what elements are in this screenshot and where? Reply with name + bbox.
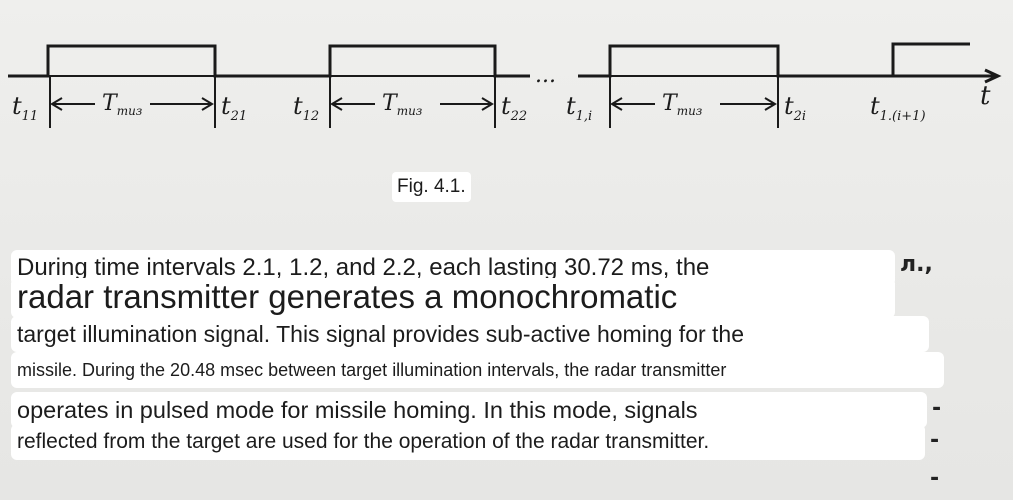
margin-mark-2: - (932, 396, 942, 421)
label-t1i1: t1.(i+1) (870, 92, 926, 124)
duration-arrow-2 (330, 97, 494, 111)
time-axis-arrow (984, 68, 1002, 84)
label-duration-1: Tтиз (102, 91, 142, 118)
margin-mark-3: - (930, 428, 940, 453)
paragraph-line-6: reflected from the target are used for t… (11, 424, 925, 460)
margin-mark-1: л., (900, 252, 933, 277)
label-duration-3: Tтиз (662, 91, 702, 118)
paragraph-line-4: missile. During the 20.48 msec between t… (11, 352, 944, 388)
label-t2i: t2i (784, 92, 806, 124)
duration-arrow-1 (50, 97, 214, 111)
label-axis-t: t (980, 81, 991, 111)
waveform-segment-2 (578, 42, 970, 78)
label-t22: t22 (501, 92, 527, 124)
paragraph-line-5: operates in pulsed mode for missile homi… (11, 392, 927, 428)
figure-caption: Fig. 4.1. (392, 172, 471, 202)
label-duration-2: Tтиз (382, 91, 422, 118)
label-t1i: t1,i (566, 92, 592, 124)
paragraph-line-3: target illumination signal. This signal … (11, 316, 929, 352)
label-t12: t12 (293, 92, 319, 124)
label-t11: t11 (12, 92, 38, 124)
margin-mark-4: - (930, 466, 940, 491)
label-t21: t21 (221, 92, 247, 124)
pulse-waveform (8, 42, 1002, 128)
waveform-segment-1 (8, 44, 530, 78)
pulse-timing-diagram: ... t11 t21 t12 t22 t1,i t2i t1.(i+1) t … (8, 42, 1002, 128)
duration-arrow-3 (610, 97, 777, 111)
ellipsis: ... (535, 63, 556, 88)
paragraph-line-2: radar transmitter generates a monochroma… (11, 278, 895, 318)
